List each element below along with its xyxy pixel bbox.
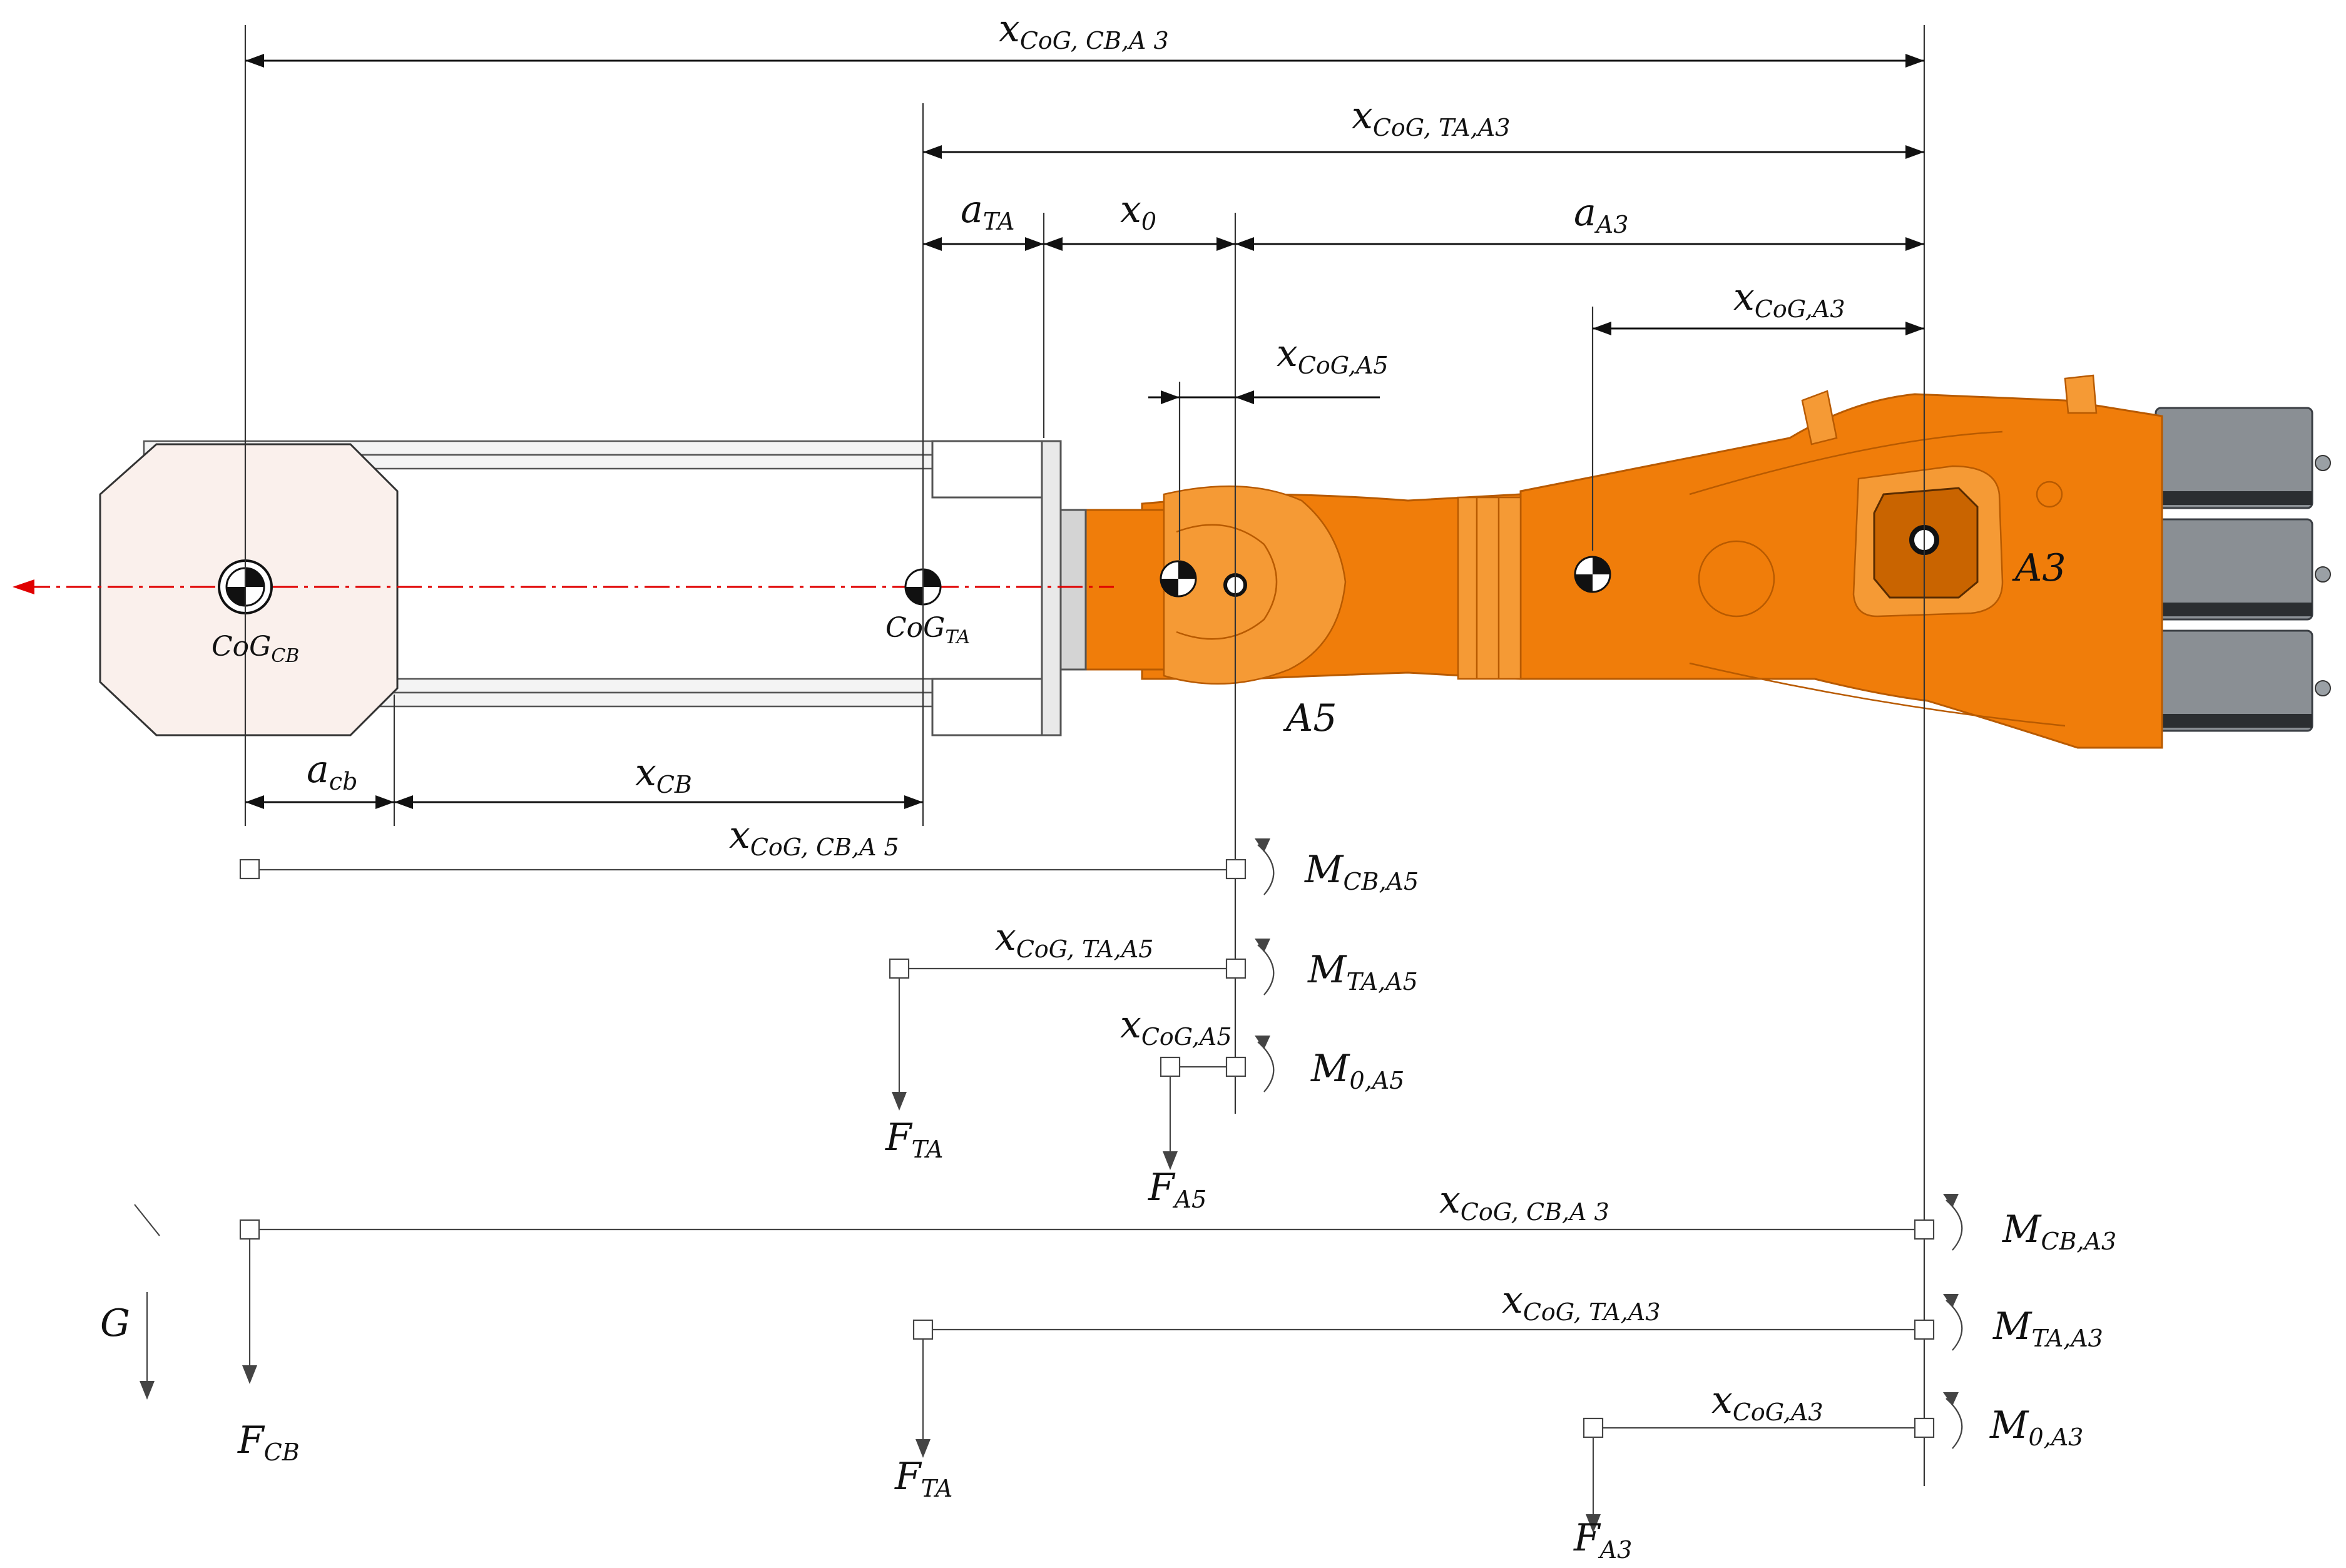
dim-x-cog-a5-top: xCoG,A5: [1277, 332, 1389, 379]
label-cog-ta: CoGTA: [885, 612, 970, 648]
robot-arm-drawing: [99, 374, 2331, 749]
label-a5: A5: [1283, 696, 1337, 740]
force-ta-a3: FTA: [894, 1455, 952, 1502]
label-cog-cb: CoGCB: [212, 631, 299, 667]
cog-a5-marker: [1160, 560, 1197, 598]
arm-housing-a3: [1519, 393, 2163, 749]
lever-x-cog-cb-a5: xCoG, CB,A 5: [729, 813, 899, 861]
moment-ta-a5: MTA,A5: [1307, 948, 1418, 995]
dim-x0: x0: [1120, 188, 1156, 235]
lever-x-cog-cb-a3: xCoG, CB,A 3: [1439, 1178, 1609, 1226]
cog-a3-marker: [1574, 556, 1611, 593]
motor-stack: [2155, 407, 2331, 732]
lever-x-cog-ta-a3: xCoG, TA,A3: [1502, 1278, 1660, 1326]
dim-a-a3: aA3: [1574, 191, 1628, 238]
moment-ta-a3: MTA,A3: [1992, 1305, 2103, 1352]
force-ta-a5: FTA: [885, 1116, 943, 1163]
fbd-a5: [239, 838, 1275, 1170]
tool-adapter-frame: [143, 440, 1062, 736]
dim-x-cog-a3-top: xCoG,A3: [1733, 275, 1845, 323]
label-a3: A3: [2012, 546, 2066, 590]
moment-0-a5: M0,A5: [1310, 1047, 1404, 1094]
moment-cb-a3: MCB,A3: [2002, 1208, 2116, 1255]
lever-x-cog-ta-a5: xCoG, TA,A5: [995, 915, 1153, 963]
labels: xCoG, CB,A 3 xCoG, TA,A3 aTA x0 aA3 xCoG…: [100, 7, 2116, 1564]
lever-x-cog-a5: xCoG,A5: [1120, 1003, 1232, 1051]
label-gravity: G: [100, 1301, 130, 1345]
force-a3: FA3: [1573, 1516, 1632, 1564]
dim-a-cb: acb: [307, 748, 357, 795]
dim-x-cog-ta-a3-top: xCoG, TA,A3: [1352, 94, 1510, 141]
axis-arrow: [13, 579, 34, 594]
lever-x-cog-a3: xCoG,A3: [1711, 1378, 1823, 1426]
gravity-arrow: [134, 1204, 160, 1400]
moment-cb-a5: MCB,A5: [1304, 848, 1419, 895]
force-cb-a3: FCB: [237, 1418, 300, 1466]
dim-x-cog-cb-a3-top: xCoG, CB,A 3: [999, 7, 1169, 54]
moment-0-a3: M0,A3: [1989, 1403, 2083, 1451]
dimension-lines: [245, 54, 1924, 809]
force-a5: FA5: [1148, 1166, 1206, 1213]
fbd-a3: [239, 1194, 1963, 1533]
dim-x-cb: xCB: [635, 751, 692, 798]
dim-a-ta: aTA: [961, 188, 1015, 235]
